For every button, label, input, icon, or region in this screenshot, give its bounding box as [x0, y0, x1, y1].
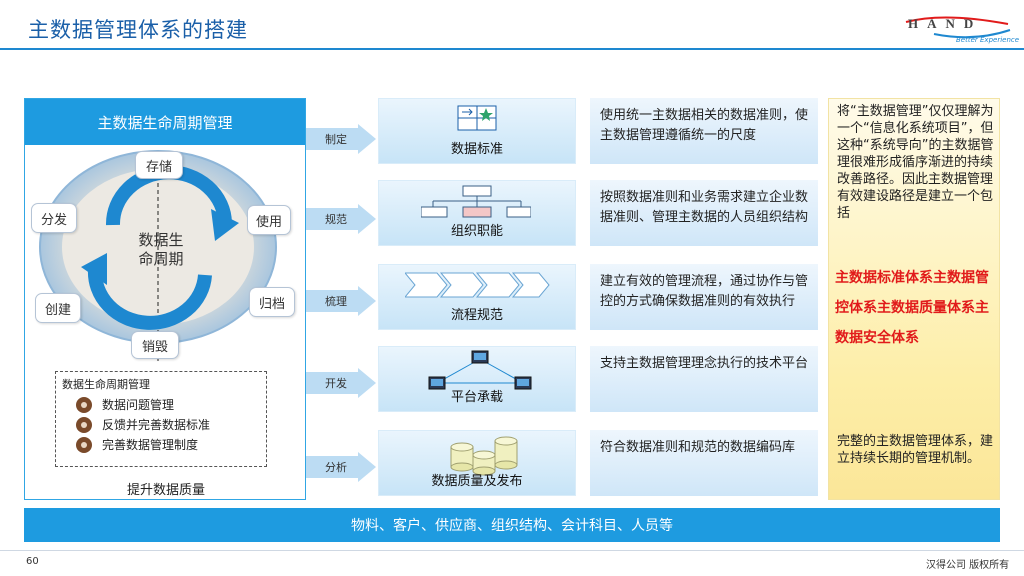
page-title: 主数据管理体系的搭建 [28, 18, 248, 42]
arrow-right-icon [306, 124, 376, 154]
arrow-analyze: 分析 [306, 452, 378, 482]
box-org-function: 组织职能 [378, 180, 576, 246]
lifecycle-center-label: 数据生 命周期 [138, 231, 184, 268]
desc-platform: 支持主数据管理理念执行的技术平台 [590, 346, 818, 412]
process-flow-icon [405, 272, 550, 298]
box-platform: 平台承载 [378, 346, 576, 412]
database-cylinders-icon [450, 436, 518, 476]
desc-data-quality: 符合数据准则和规范的数据编码库 [590, 430, 818, 496]
cycle-arrowhead-top-icon [211, 209, 239, 241]
lifecycle-panel: 主数据生命周期管理 数据生 命周期 存储 使用 归档 销毁 创建 分发 数据生命… [24, 98, 306, 500]
lifecycle-node-destroy: 销毁 [131, 331, 179, 359]
note-highlight: 主数据标准体系主数据管控体系主数据质量体系主数据安全体系 [835, 270, 989, 346]
note-intro: 将“主数据管理”仅仅理解为一个“信息化系统项目”，但这种“系统导向”的主数据管理… [837, 104, 994, 221]
box-label: 流程规范 [450, 308, 503, 323]
arrow-right-icon [306, 452, 376, 482]
lifecycle-node-distribute: 分发 [31, 203, 77, 233]
arrow-sort-out: 梳理 [306, 286, 378, 316]
gear-icon [76, 396, 92, 413]
logo-text: HAND [908, 16, 983, 31]
lifecycle-item: 反馈并完善数据标准 [76, 416, 210, 433]
arrow-standardize: 规范 [306, 204, 378, 234]
data-standard-icon [457, 105, 497, 131]
arrow-formulate: 制定 [306, 124, 378, 154]
lifecycle-item: 完善数据管理制度 [76, 436, 198, 453]
footer-divider [0, 550, 1024, 551]
desc-process-spec: 建立有效的管理流程，通过协作与管控的方式确保数据准则的有效执行 [590, 264, 818, 330]
lifecycle-node-create: 创建 [35, 293, 81, 323]
arrow-right-icon [306, 204, 376, 234]
box-data-standard: 数据标准 [378, 98, 576, 164]
lifecycle-box-title: 数据生命周期管理 [62, 378, 150, 391]
arrow-label: 开发 [325, 377, 347, 390]
arrow-develop: 开发 [306, 368, 378, 398]
gear-icon [76, 436, 92, 453]
arrow-right-icon [306, 368, 376, 398]
lifecycle-node-archive: 归档 [249, 287, 295, 317]
desc-org-function: 按照数据准则和业务需求建立企业数据准则、管理主数据的人员组织结构 [590, 180, 818, 246]
desc-data-standard: 使用统一主数据相关的数据准则，使主数据管理遵循统一的尺度 [590, 98, 818, 164]
box-label: 平台承载 [450, 390, 503, 405]
box-data-quality: 数据质量及发布 [378, 430, 576, 496]
page-number: 60 [26, 556, 39, 567]
summary-note: 将“主数据管理”仅仅理解为一个“信息化系统项目”，但这种“系统导向”的主数据管理… [828, 98, 1000, 500]
box-label: 数据标准 [450, 142, 503, 157]
copyright-text: 汉得公司 版权所有 [926, 560, 1010, 571]
gear-icon [76, 416, 92, 433]
lifecycle-cycle-graphic [39, 150, 277, 361]
arrow-label: 规范 [325, 213, 347, 226]
company-logo: HAND Better Experience [904, 12, 1019, 48]
box-process-spec: 流程规范 [378, 264, 576, 330]
lifecycle-title: 主数据生命周期管理 [25, 99, 305, 145]
org-chart-icon [421, 185, 531, 218]
master-data-scope-bar: 物料、客户、供应商、组织结构、会计科目、人员等 [24, 508, 1000, 542]
lifecycle-node-store: 存储 [135, 151, 183, 179]
logo-tagline: Better Experience [956, 36, 1020, 44]
network-computers-icon [428, 350, 532, 390]
box-label: 数据质量及发布 [431, 474, 523, 489]
cycle-arrowhead-bottom-icon [81, 253, 107, 285]
lifecycle-management-box: 数据生命周期管理 数据问题管理 反馈并完善数据标准 完善数据管理制度 [55, 371, 267, 467]
lifecycle-item: 数据问题管理 [76, 396, 174, 413]
lifecycle-footer: 提升数据质量 [126, 483, 205, 498]
box-label: 组织职能 [450, 224, 503, 239]
arrow-label: 梳理 [325, 295, 347, 308]
cycle-arrow-bottom-icon [87, 268, 212, 330]
title-divider [0, 48, 1024, 50]
note-conclusion: 完整的主数据管理体系，建立持续长期的管理机制。 [837, 434, 994, 466]
arrow-label: 制定 [325, 133, 347, 146]
arrow-right-icon [306, 286, 376, 316]
arrow-label: 分析 [325, 461, 347, 474]
logo-swoosh-icon [905, 16, 1011, 39]
lifecycle-node-use: 使用 [247, 205, 291, 235]
